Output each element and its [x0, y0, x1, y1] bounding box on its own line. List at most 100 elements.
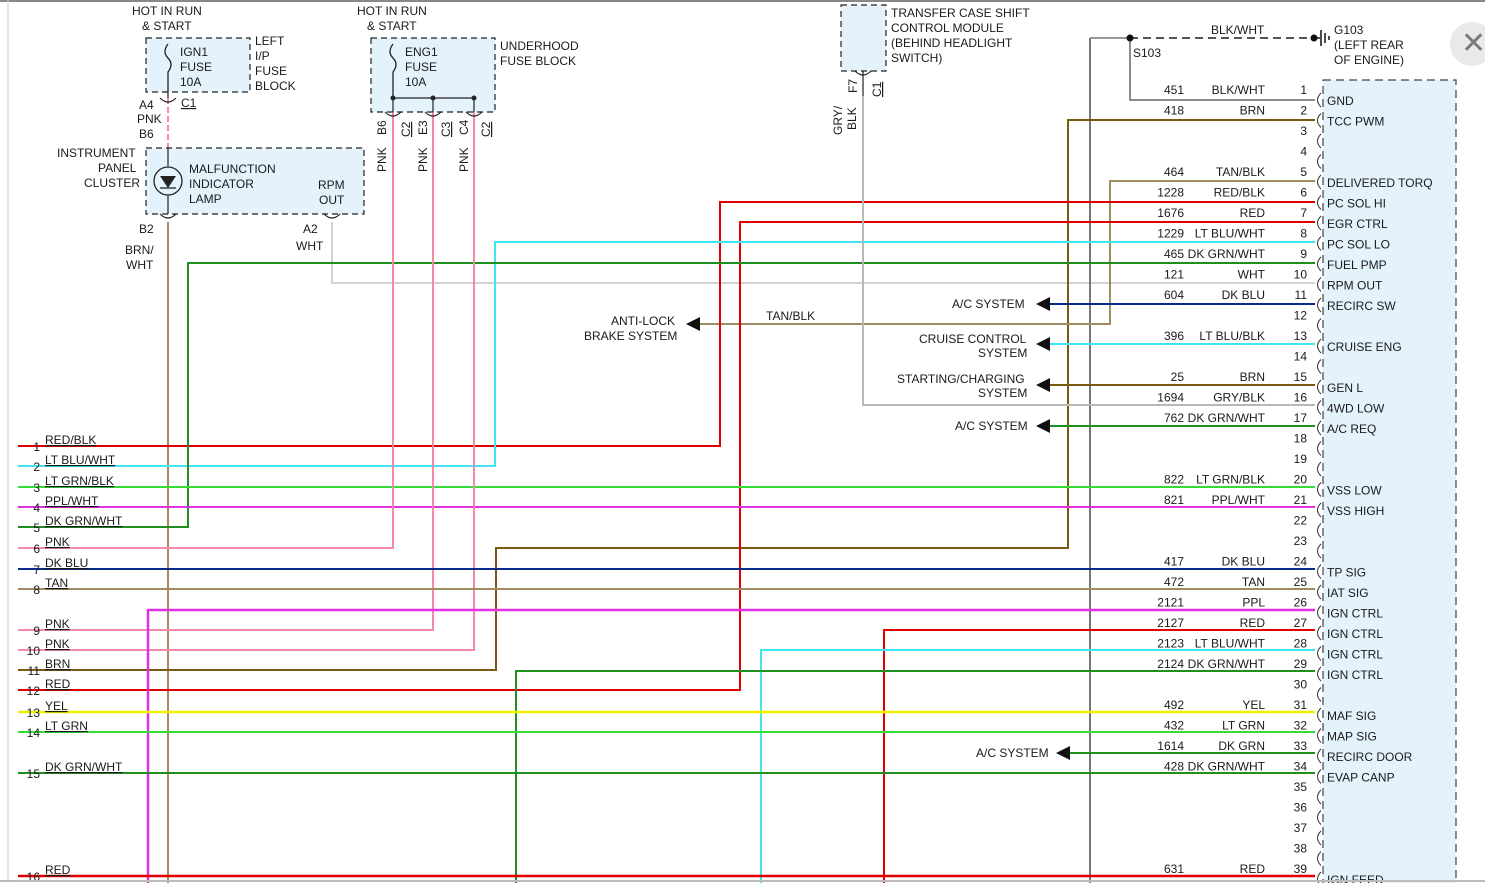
pcm-pin-number: 6: [1300, 186, 1307, 200]
pcm-pin-name: DELIVERED TORQ: [1327, 176, 1433, 190]
cavity-bracket-icon: [1317, 564, 1322, 579]
left-pin-number: 5: [33, 521, 40, 535]
pcm-circuit-number: 25: [1171, 370, 1185, 384]
pcm-wire-color: PPL: [1242, 596, 1265, 610]
arrow-left-icon: [1056, 746, 1070, 760]
pcm-circuit-number: 432: [1164, 719, 1184, 733]
pcm-pin-number: 9: [1300, 247, 1307, 261]
cavity-bracket-icon: [1317, 666, 1322, 682]
cavity-bracket-icon: [1317, 318, 1322, 333]
ign1-loc-3: FUSE: [255, 64, 287, 78]
cluster-label-3: CLUSTER: [84, 176, 140, 190]
pcm-pin-number: 22: [1294, 514, 1308, 528]
dest-starting-1: STARTING/CHARGING: [897, 372, 1025, 386]
left-wire-color: DK GRN/WHT: [45, 514, 123, 528]
eng1-fuse-rating: 10A: [405, 75, 426, 89]
cavity-bracket-icon: [1317, 236, 1322, 251]
cavity-bracket-icon: [1317, 707, 1322, 723]
pcm-pin-row: 4: [1300, 145, 1322, 169]
close-button[interactable]: ✕: [1450, 22, 1485, 66]
tcscm-wire-1: GRY/: [831, 105, 845, 135]
pcm-wire-color: YEL: [1242, 698, 1265, 712]
tcscm-label-3: (BEHIND HEADLIGHT: [891, 36, 1013, 50]
cavity-bracket-icon: [1317, 851, 1322, 866]
close-icon: ✕: [1461, 26, 1485, 61]
arrow-left-icon: [1036, 337, 1050, 351]
wire-layer: [18, 37, 1320, 883]
dest-starting-2: SYSTEM: [978, 386, 1027, 400]
left-pin-number: 7: [33, 563, 40, 577]
dest-ac-system-3: A/C SYSTEM: [976, 746, 1049, 760]
pcm-circuit-number: 464: [1164, 165, 1184, 179]
eng1-start-label: & START: [367, 19, 417, 33]
pcm-circuit-number: 1614: [1157, 739, 1184, 753]
pcm-pin-number: 39: [1294, 862, 1308, 876]
pcm-pin-number: 29: [1294, 657, 1308, 671]
pcm-pin-row: 14: [1294, 350, 1322, 374]
instrument-panel-cluster: INSTRUMENT PANEL CLUSTER MALFUNCTION IND…: [57, 146, 365, 272]
mil-label-2: INDICATOR: [189, 177, 254, 191]
tcscm-wire-2: BLK: [845, 107, 859, 130]
cavity-bracket-icon: [1317, 441, 1322, 456]
wire-pin1-gnd: [1129, 38, 1315, 101]
pcm-pin-name: MAP SIG: [1327, 730, 1377, 744]
left-pin-number: 1: [33, 440, 40, 454]
pcm-pin-number: 33: [1294, 739, 1308, 753]
splice-s103-label: S103: [1133, 46, 1161, 60]
pcm-pin-row: 3: [1300, 124, 1322, 149]
pcm-pin-name: VSS HIGH: [1327, 504, 1384, 518]
pcm-pin-number: 8: [1300, 227, 1307, 241]
dest-ac-system-1: A/C SYSTEM: [952, 297, 1025, 311]
cavity-bracket-icon: [1317, 297, 1322, 313]
pcm-pin-name: TCC PWM: [1327, 115, 1384, 129]
ign1-wire-pnk: PNK: [137, 112, 162, 126]
pcm-pin-row: 37: [1294, 821, 1322, 846]
pcm-pin-number: 37: [1294, 821, 1308, 835]
cavity-bracket-icon: [1317, 461, 1322, 477]
wire-eng1-pnk-9: [18, 112, 434, 631]
pcm-pin-number: 38: [1294, 842, 1308, 856]
ground-loc-1: (LEFT REAR: [1334, 38, 1404, 52]
pcm-pin-number: 7: [1300, 206, 1307, 220]
rpm-out-label-2: OUT: [319, 193, 345, 207]
eng1-pin-color-2: PNK: [416, 147, 430, 172]
pcm-circuit-number: 1676: [1157, 206, 1184, 220]
left-pin-number: 9: [33, 624, 40, 638]
left-pin-number: 11: [28, 664, 41, 678]
cavity-bracket-icon: [1317, 543, 1322, 559]
left-wire-color: LT GRN: [45, 719, 88, 733]
cavity-bracket-icon: [1317, 769, 1322, 784]
pcm-circuit-number: 631: [1164, 862, 1184, 876]
ign1-hot-label: HOT IN RUN: [132, 4, 202, 18]
pcm-pin-number: 17: [1294, 411, 1308, 425]
tcscm-label-2: CONTROL MODULE: [891, 21, 1004, 35]
cavity-bracket-icon: [1317, 215, 1322, 231]
wire-rpm-out-wht: [331, 222, 1315, 284]
pcm-wire-color: WHT: [1238, 268, 1266, 282]
eng1-pin-conn-3: C2: [479, 121, 493, 137]
pcm-circuit-number: 418: [1164, 104, 1184, 118]
pcm-wire-color: LT BLU/WHT: [1195, 227, 1266, 241]
left-wire-color: TAN: [45, 576, 68, 590]
cavity-bracket-icon: [1317, 113, 1322, 128]
pcm-circuit-number: 465: [1164, 247, 1184, 261]
eng1-pin-color-3: PNK: [457, 147, 471, 172]
pcm-pin-number: 5: [1300, 165, 1307, 179]
pcm-pin-number: 14: [1294, 350, 1308, 364]
left-pin-number: 12: [27, 684, 41, 698]
mil-label-3: LAMP: [189, 192, 222, 206]
arrow-left-icon: [1036, 419, 1050, 433]
pcm-pin-number: 21: [1294, 493, 1308, 507]
tcscm-label-4: SWITCH): [891, 51, 942, 65]
pcm-pin-name: A/C REQ: [1327, 422, 1376, 436]
